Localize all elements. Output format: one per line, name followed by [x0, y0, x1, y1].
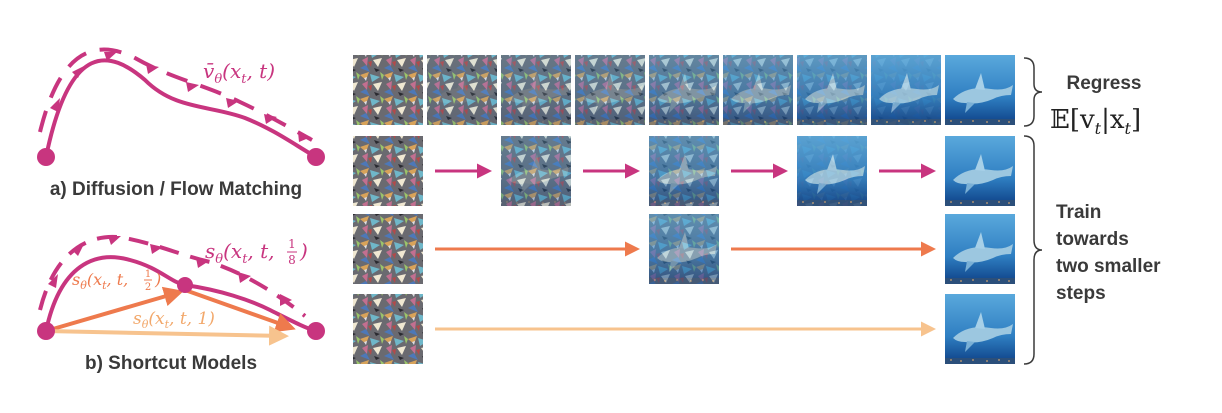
panel-a-caption: a) Diffusion / Flow Matching: [50, 179, 302, 200]
velocity-arrowheads: [50, 52, 311, 142]
shortcut-label-half: sθ(xt, t, 1 2 ): [72, 269, 161, 293]
right-labels: Regress 𝔼[vt|xt] Train towards two small…: [1023, 57, 1161, 365]
svg-text:8: 8: [288, 253, 296, 267]
grid-image: [649, 214, 719, 284]
grid-image: [353, 55, 423, 125]
full-step-arrow: [45, 325, 289, 346]
midpoint: [177, 277, 193, 293]
shortcut-label-eighth: sθ(xt, t, 1 8 ): [205, 237, 308, 267]
grid-image: [501, 55, 571, 125]
shortcut-label-one: sθ(xt, t, 1): [133, 309, 215, 331]
svg-text:steps: steps: [1056, 283, 1106, 304]
image-grid: [353, 55, 1015, 364]
velocity-label: v̄θ(xt, t): [203, 59, 275, 87]
grid-image: [723, 55, 793, 125]
start-point: [37, 148, 55, 166]
train-label: Train towards two smaller steps: [1056, 202, 1161, 304]
half-step-arrow-2: [184, 288, 296, 333]
grid-image: [945, 214, 1015, 284]
panel-a: v̄θ(xt, t) a) Diffusion / Flow Matching: [37, 47, 325, 200]
panel-b: sθ(xt, t, 1 8 ) sθ(xt, t, 1 2 ) sθ(xt, t…: [37, 235, 325, 374]
svg-text:2: 2: [145, 282, 151, 293]
end-point: [307, 148, 325, 166]
small-step-arrowheads: [48, 236, 292, 306]
svg-text:): ): [154, 270, 161, 289]
grid-image: [649, 55, 719, 125]
panel-b-caption: b) Shortcut Models: [85, 353, 257, 374]
small-step-dashed-arrows: [38, 235, 307, 318]
grid-image: [797, 136, 867, 206]
regress-brace: [1023, 57, 1043, 127]
grid-image: [353, 214, 423, 284]
train-brace: [1023, 135, 1043, 365]
half-step-arrow-1: [45, 286, 184, 333]
grid-image: [945, 55, 1015, 125]
svg-text:Train: Train: [1056, 202, 1101, 223]
grid-image: [575, 55, 645, 125]
grid-image: [871, 55, 941, 125]
svg-text:1: 1: [145, 269, 151, 280]
svg-text:1: 1: [288, 237, 296, 251]
grid-image: [501, 136, 571, 206]
svg-text:): ): [299, 239, 308, 263]
svg-text:sθ(xt, t,: sθ(xt, t,: [72, 270, 128, 292]
grid-image: [427, 55, 497, 125]
expectation-label: 𝔼[vt|xt]: [1050, 105, 1141, 138]
flow-trajectory-curve: [44, 58, 318, 159]
svg-text:two smaller: two smaller: [1056, 256, 1161, 277]
grid-image: [945, 136, 1015, 206]
regress-label: Regress: [1067, 73, 1142, 94]
grid-image: [945, 294, 1015, 364]
grid-image: [353, 136, 423, 206]
svg-text:towards: towards: [1056, 229, 1129, 250]
start-point: [37, 322, 55, 340]
end-point: [307, 322, 325, 340]
grid-image: [797, 55, 867, 125]
grid-image: [353, 294, 423, 364]
grid-image: [649, 136, 719, 206]
svg-text:sθ(xt, t,: sθ(xt, t,: [205, 239, 275, 267]
